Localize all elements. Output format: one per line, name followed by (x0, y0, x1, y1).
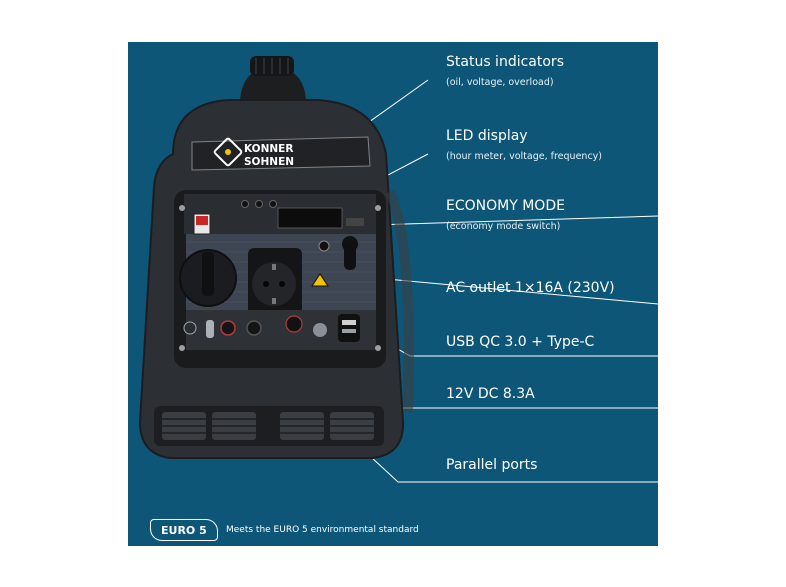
usb-ports (338, 314, 360, 342)
dc-reset-button (313, 323, 327, 337)
feature-status-indicators: Status indicators (oil, voltage, overloa… (446, 53, 564, 89)
feature-title: Parallel ports (446, 457, 538, 473)
generator-illustration: KONNER SOHNEN (138, 56, 658, 483)
feature-usb: USB QC 3.0 + Type-C (446, 333, 594, 351)
feature-subtitle: (hour meter, voltage, frequency) (446, 151, 602, 162)
product-panel: KONNER SOHNEN (128, 42, 658, 546)
brand-line-1: KONNER (244, 143, 293, 155)
ac-outlet (248, 248, 302, 316)
feature-parallel-ports: Parallel ports (446, 456, 537, 474)
feature-title: USB QC 3.0 + Type-C (446, 334, 595, 350)
lpg-input (342, 236, 358, 270)
feature-title: Status indicators (446, 54, 564, 70)
feature-title: LED display (446, 128, 528, 144)
feature-led-display: LED display (hour meter, voltage, freque… (446, 127, 602, 163)
engine-knob (179, 249, 237, 307)
brand-logo-icon (213, 137, 243, 167)
feature-title: AC outlet 1×16A (230V) (446, 280, 615, 296)
feature-ac-outlet: AC outlet 1×16A (230V) (446, 279, 615, 297)
led-display (277, 207, 343, 229)
feature-subtitle: (economy mode switch) (446, 221, 561, 232)
ground-terminal-icon (183, 321, 197, 335)
feature-dc-output: 12V DC 8.3A (446, 385, 535, 403)
feature-title: ECONOMY MODE (446, 198, 565, 214)
euro-5-text: Meets the EURO 5 environmental standard (226, 525, 419, 535)
feature-subtitle: (oil, voltage, overload) (446, 77, 554, 88)
panel-screws (179, 205, 381, 351)
euro-5-badge: EURO 5 (150, 519, 218, 541)
ac-reset-button (318, 240, 330, 252)
status-indicators (241, 200, 277, 208)
feature-title: 12V DC 8.3A (446, 386, 535, 402)
parallel-ports (220, 320, 262, 336)
mode-button (346, 218, 364, 226)
air-vents (154, 406, 384, 446)
warning-icon (311, 273, 329, 287)
feature-economy-mode: ECONOMY MODE (economy mode switch) (446, 197, 565, 233)
dc-output (285, 315, 303, 333)
brand-line-2: SOHNEN (244, 156, 294, 168)
